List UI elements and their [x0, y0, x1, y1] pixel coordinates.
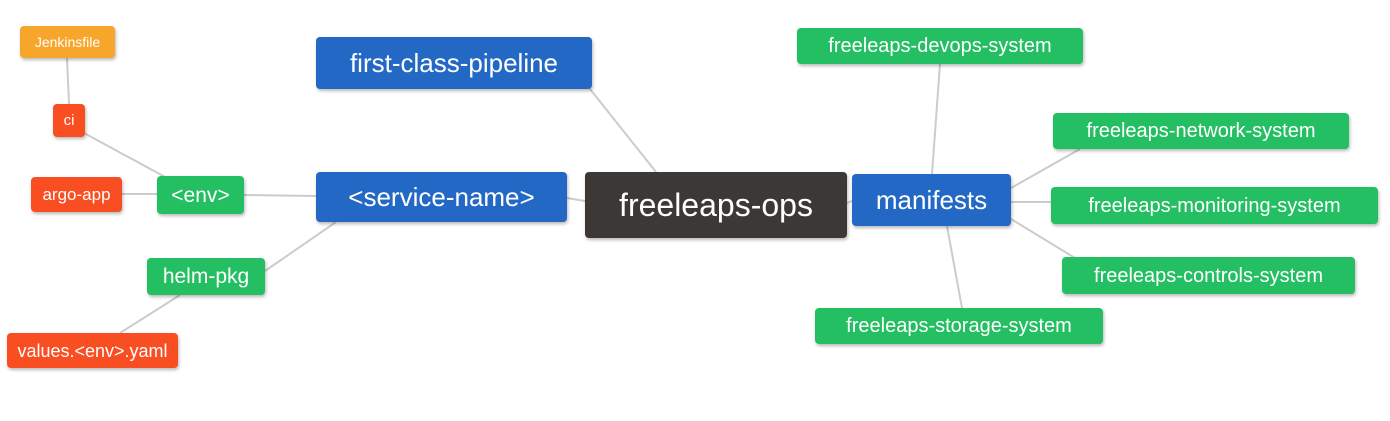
node-devops-system[interactable]: freeleaps-devops-system: [797, 28, 1083, 64]
node-env[interactable]: <env>: [157, 176, 244, 214]
node-storage-system[interactable]: freeleaps-storage-system: [815, 308, 1103, 344]
edge-manifests-storage-system: [946, 225, 963, 309]
node-jenkinsfile[interactable]: Jenkinsfile: [20, 26, 115, 58]
edge-service-name-freeleaps-ops: [566, 197, 586, 202]
edge-freeleaps-ops-manifests: [846, 200, 853, 204]
node-service-name[interactable]: <service-name>: [316, 172, 567, 222]
edge-first-class-pipeline-freeleaps-ops: [589, 88, 657, 173]
edge-manifests-network-system: [1010, 148, 1081, 189]
edge-ci-env: [83, 132, 168, 179]
edge-manifests-controls-system: [1010, 218, 1076, 259]
node-helm-pkg[interactable]: helm-pkg: [147, 258, 265, 295]
edge-manifests-devops-system: [931, 63, 941, 175]
node-manifests[interactable]: manifests: [852, 174, 1011, 226]
node-controls-system[interactable]: freeleaps-controls-system: [1062, 257, 1355, 294]
node-argo-app[interactable]: argo-app: [31, 177, 122, 212]
node-monitoring-system[interactable]: freeleaps-monitoring-system: [1051, 187, 1378, 224]
node-first-class-pipeline[interactable]: first-class-pipeline: [316, 37, 592, 89]
edge-env-service-name: [243, 194, 317, 197]
node-network-system[interactable]: freeleaps-network-system: [1053, 113, 1349, 149]
edge-helm-pkg-values-env-yaml: [119, 294, 181, 334]
node-values-env-yaml[interactable]: values.<env>.yaml: [7, 333, 178, 368]
node-freeleaps-ops[interactable]: freeleaps-ops: [585, 172, 847, 238]
edge-jenkinsfile-ci: [66, 57, 70, 105]
edge-service-name-helm-pkg: [264, 221, 337, 272]
node-ci[interactable]: ci: [53, 104, 85, 137]
